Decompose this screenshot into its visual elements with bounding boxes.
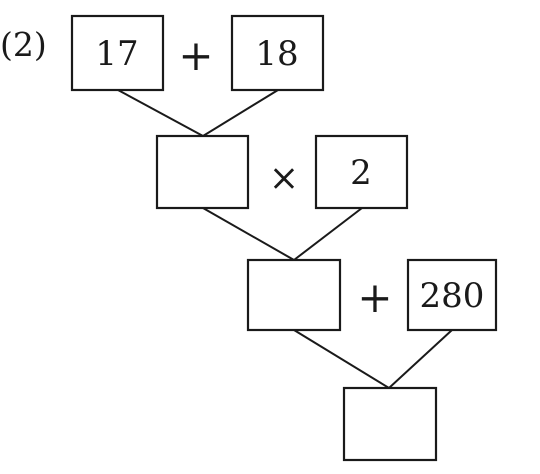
box-multiplier (314, 134, 409, 210)
connector-box5-box7 (293, 329, 390, 389)
problem-label: (2) (0, 25, 47, 64)
operator-plus-1: + (178, 31, 213, 80)
box-multiplier-value: 2 (350, 153, 372, 193)
box-final-result (342, 386, 438, 462)
connector-box4-box5 (293, 207, 363, 261)
connector-box2-box3 (202, 89, 279, 137)
box-addend-2-value: 18 (255, 34, 298, 74)
box-addend-1-value: 17 (95, 34, 138, 74)
box-addend-3 (406, 258, 498, 332)
operator-plus-2: + (357, 273, 392, 322)
operator-times: × (269, 158, 299, 199)
box-product (246, 258, 342, 332)
box-addend-2 (230, 14, 325, 92)
connector-box1-box3 (117, 89, 204, 137)
connector-box6-box7 (388, 329, 453, 389)
box-sum-1 (155, 134, 250, 210)
box-addend-3-value: 280 (420, 276, 485, 316)
box-addend-1 (70, 14, 165, 92)
connector-box3-box5 (202, 207, 295, 261)
